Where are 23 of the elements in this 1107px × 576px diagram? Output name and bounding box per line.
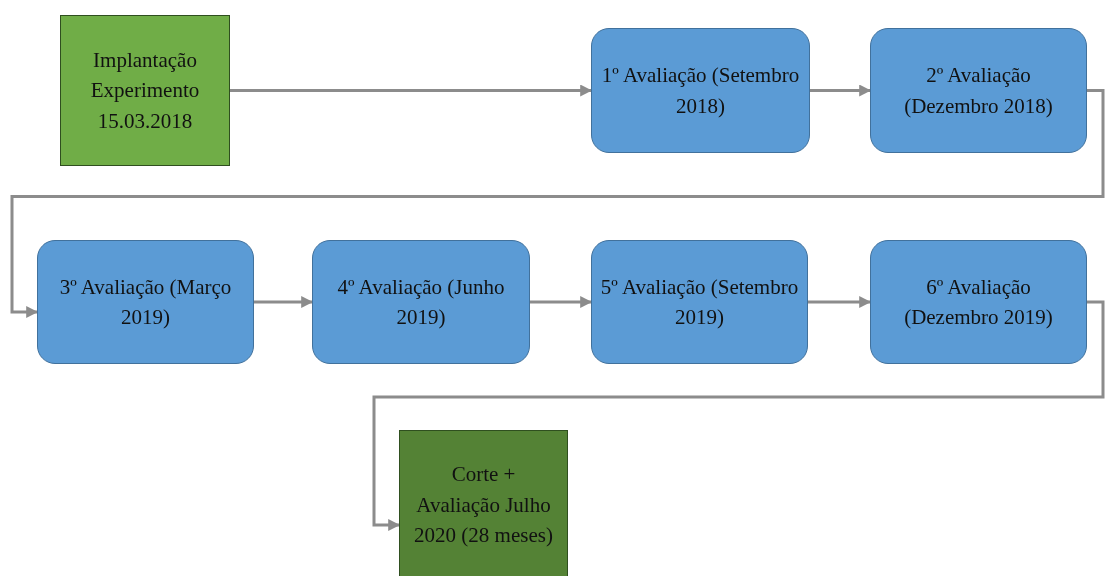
rounded-process-box: [870, 240, 1087, 364]
rounded-process-box: [312, 240, 530, 364]
arrow: [254, 296, 314, 308]
process-box: [60, 15, 230, 166]
arrow: [530, 296, 593, 308]
arrow: [230, 84, 593, 97]
node-label: 2º Avaliação (Dezembro 2018): [903, 62, 1054, 120]
arrow: [10, 89, 1105, 318]
rounded-process-box: [37, 240, 254, 364]
node-label: Corte + Avaliação Julho 2020 (28 meses): [413, 461, 554, 550]
node-label: 1º Avaliação (Setembro 2018): [600, 62, 801, 120]
process-box: [399, 430, 568, 576]
rounded-process-box: [591, 28, 810, 153]
rounded-process-box: [870, 28, 1087, 153]
arrow: [808, 296, 872, 308]
arrow: [810, 84, 872, 97]
node-label: 4º Avaliação (Junho 2019): [336, 273, 506, 331]
rounded-process-box: [591, 240, 808, 364]
node-label: Implantação Experimento 15.03.2018: [89, 46, 201, 135]
node-label: 5º Avaliação (Setembro 2019): [599, 273, 800, 331]
node-label: 6º Avaliação (Dezembro 2019): [903, 273, 1054, 331]
arrow: [372, 300, 1105, 531]
node-label: 3º Avaliação (Março 2019): [58, 273, 233, 331]
